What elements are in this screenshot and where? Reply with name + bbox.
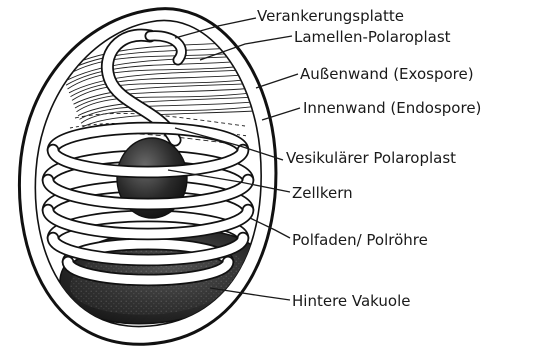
label-aussenwand-exospore: Außenwand (Exospore) bbox=[300, 65, 474, 83]
label-verankerungsplatte: Verankerungsplatte bbox=[257, 7, 404, 25]
label-zellkern: Zellkern bbox=[292, 184, 353, 202]
label-polfaden-polroehre: Polfaden/ Polröhre bbox=[292, 231, 428, 249]
label-lamellen-polaroplast: Lamellen-Polaroplast bbox=[294, 28, 451, 46]
label-innenwand-endospore: Innenwand (Endospore) bbox=[303, 99, 481, 117]
label-hintere-vakuole: Hintere Vakuole bbox=[292, 292, 411, 310]
label-vesikulaerer-polaroplast: Vesikulärer Polaroplast bbox=[286, 149, 456, 167]
